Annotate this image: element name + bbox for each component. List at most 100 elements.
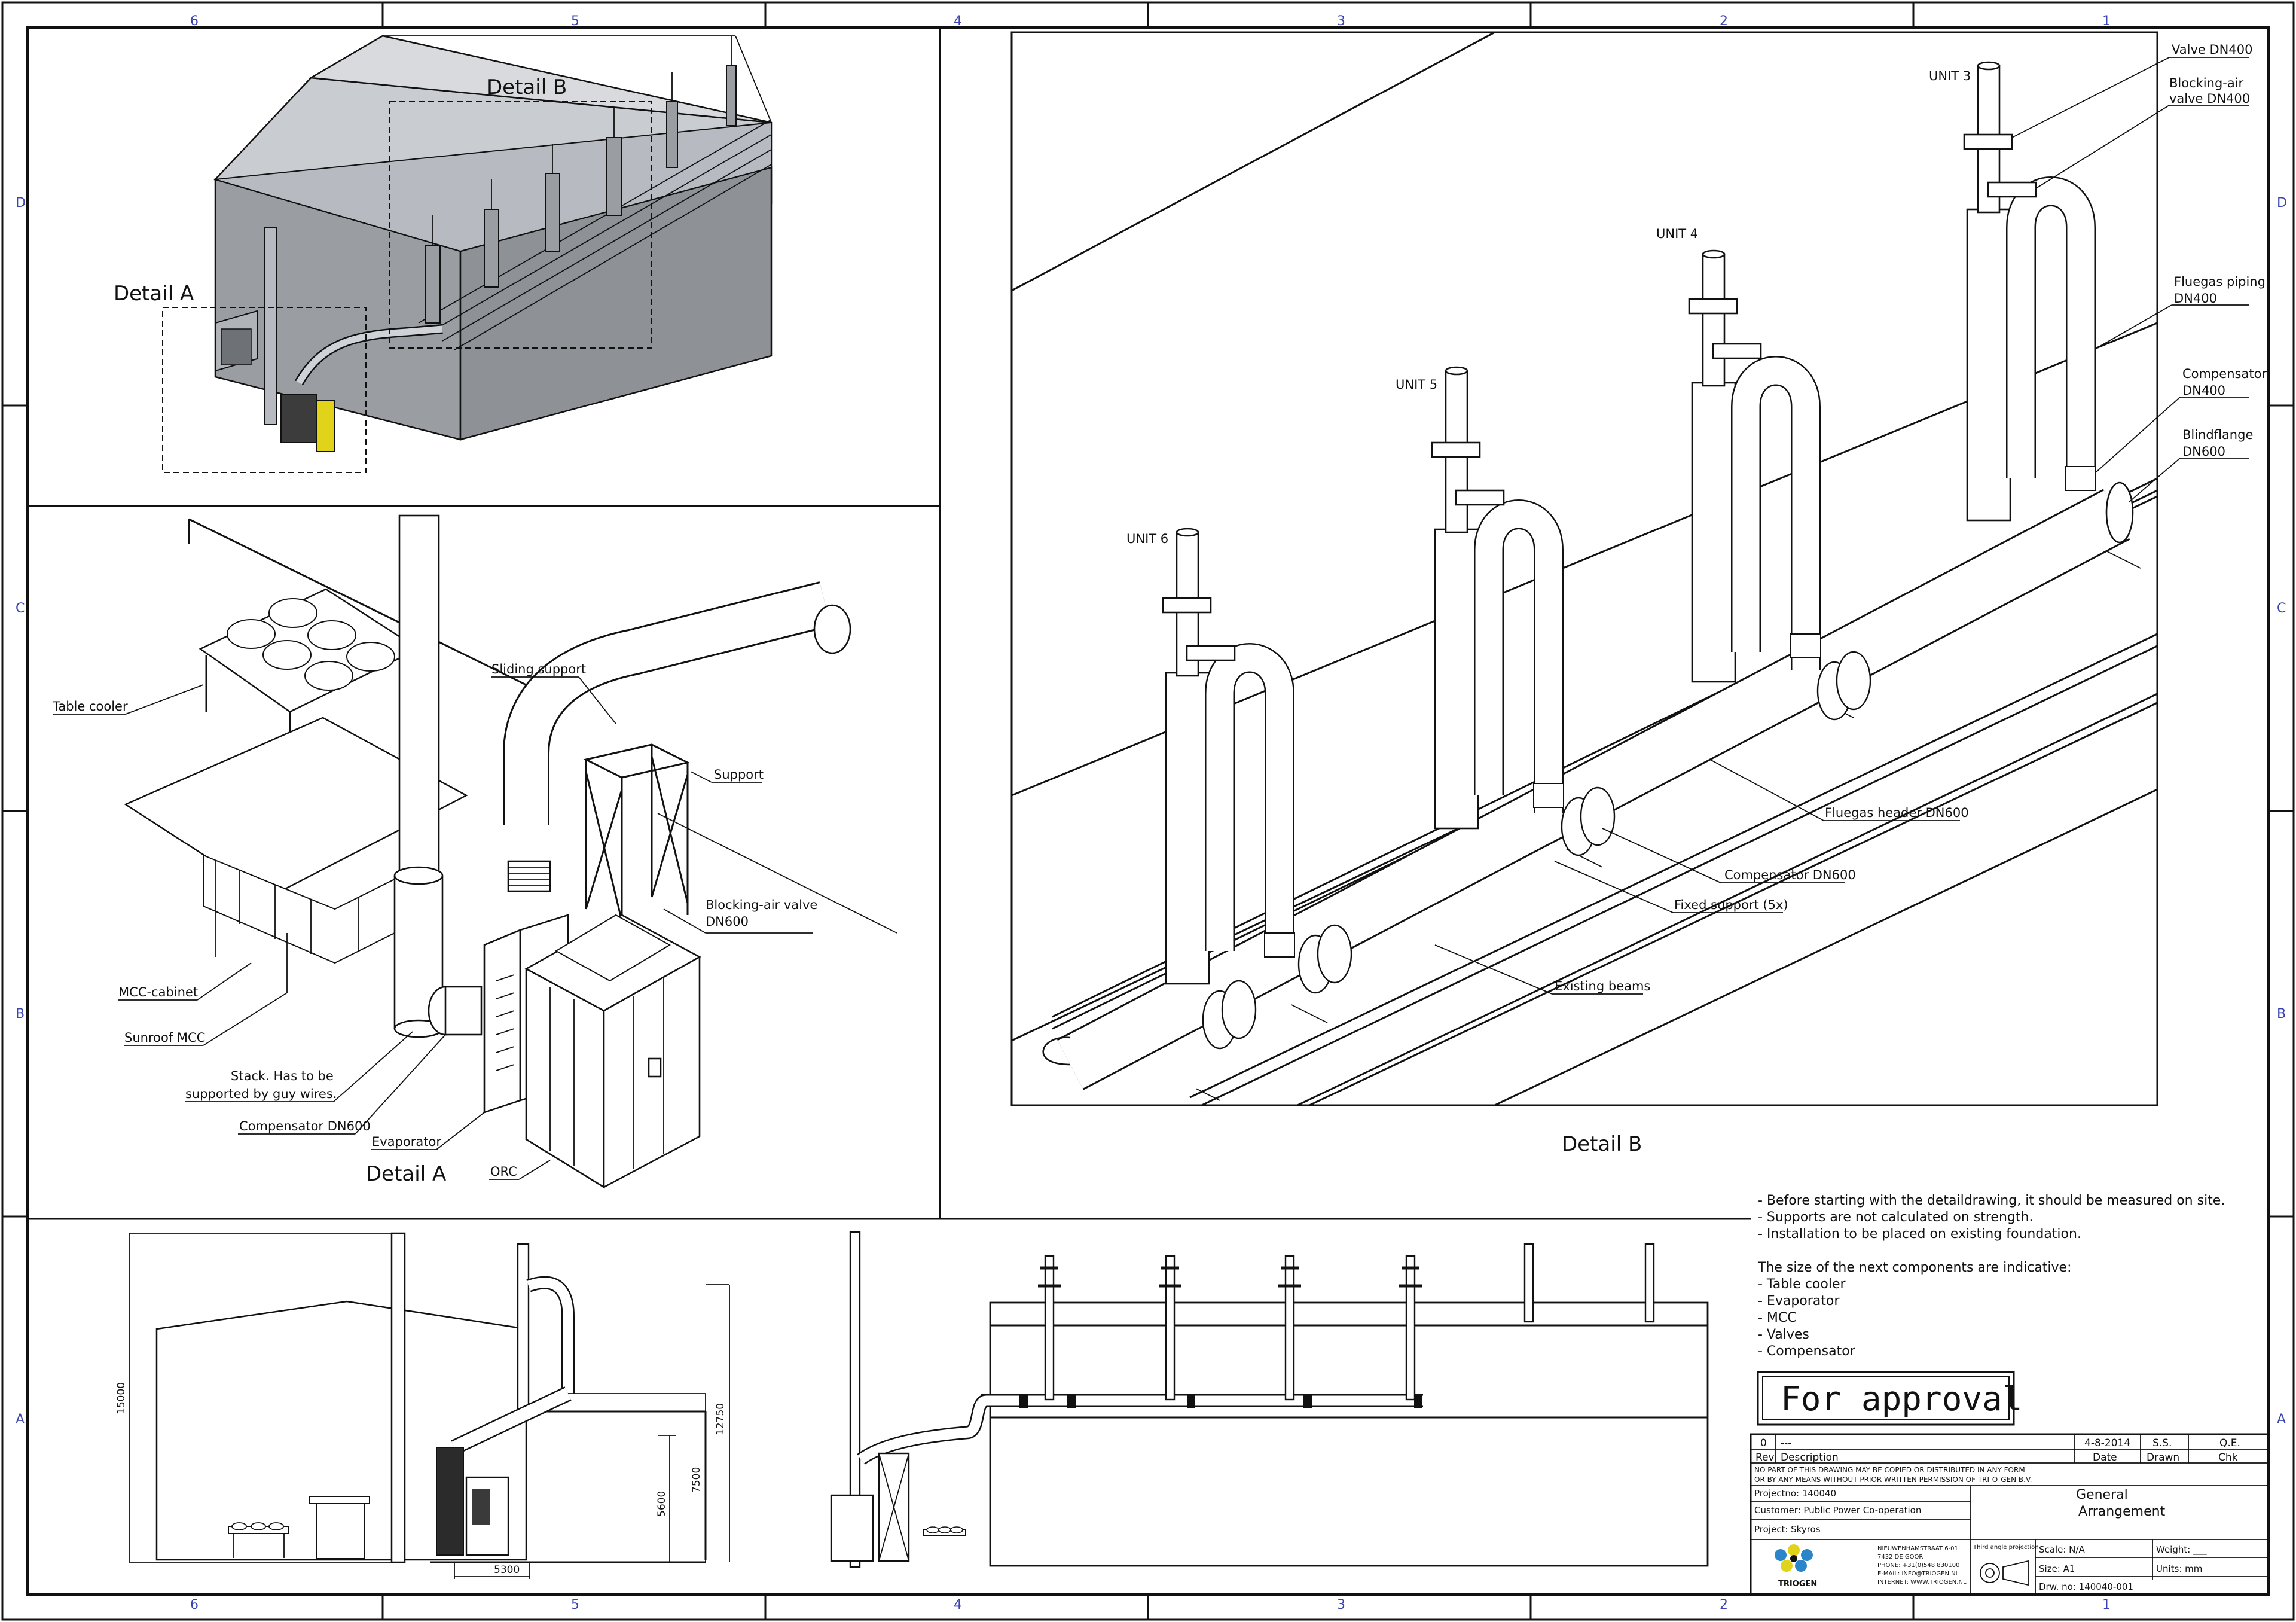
overview-detail-b-label: Detail B	[487, 75, 567, 99]
dim-5600: 5600	[656, 1491, 668, 1517]
tb-rev-desc-value: ---	[1781, 1437, 1791, 1449]
tb-units: Units: mm	[2156, 1563, 2202, 1574]
label-blindflange-line1: Blindflange	[2182, 428, 2253, 442]
zone-right-b: B	[2277, 1007, 2286, 1022]
side-elevation	[129, 1232, 730, 1579]
zone-top-5: 5	[571, 14, 579, 29]
tb-weight: Weight: ___	[2156, 1544, 2207, 1556]
tb-drawn-header: Drawn	[2147, 1452, 2179, 1464]
detail-b-leaders	[1434, 57, 2249, 995]
label-mcc-cabinet: MCC-cabinet	[118, 985, 198, 999]
zone-top-3: 3	[1337, 14, 1345, 29]
label-sliding-support: Sliding support	[491, 662, 586, 676]
label-unit-4: UNIT 4	[1656, 227, 1698, 241]
zone-left-c: C	[16, 601, 25, 616]
zone-top-6: 6	[190, 14, 199, 29]
tb-size: Size: A1	[2039, 1563, 2075, 1574]
detail-b-drawing	[1011, 31, 2158, 1106]
label-evaporator: Evaporator	[372, 1135, 441, 1149]
title-block	[1750, 1433, 2270, 1596]
note-indicative-5: - Compensator	[1758, 1344, 1856, 1359]
label-valve-dn400: Valve DN400	[2172, 42, 2252, 57]
tb-project: Project: Skyros	[1754, 1524, 1821, 1535]
tb-projectno: Projectno: 140040	[1754, 1488, 1836, 1499]
unit-4-drawing	[1688, 249, 1821, 683]
tb-address-line5: INTERNET: WWW.TRIOGEN.NL	[1877, 1579, 1967, 1586]
note-indicative-header: The size of the next components are indi…	[1757, 1260, 2072, 1275]
tb-drawn-value: S.S.	[2152, 1437, 2172, 1449]
tb-date-value: 4-8-2014	[2084, 1437, 2130, 1449]
zone-bottom-2: 2	[1720, 1597, 1728, 1612]
label-compensator-dn400-line1: Compensator	[2182, 367, 2267, 381]
triogen-logo-icon	[1775, 1544, 1813, 1572]
zone-top-4: 4	[954, 14, 962, 29]
label-unit-3: UNIT 3	[1929, 69, 1971, 83]
detail-b-frame	[1010, 31, 2158, 1106]
tb-address-line4: E-MAIL: INFO@TRIOGEN.NL	[1877, 1571, 1959, 1577]
label-existing-beams: Existing beams	[1555, 979, 1650, 993]
unit-5-drawing	[1431, 366, 1564, 830]
approval-stamp: For approval	[1781, 1380, 2023, 1419]
label-fluegas-piping-line2: DN400	[2174, 291, 2217, 306]
zone-left-a: A	[16, 1412, 25, 1427]
tb-company-name: TRIOGEN	[1778, 1580, 1817, 1589]
zone-bottom-1: 1	[2102, 1597, 2111, 1612]
tb-customer: Customer: Public Power Co-operation	[1754, 1505, 1921, 1516]
zone-right-a: A	[2277, 1412, 2286, 1427]
tb-projection-label: Third angle projection	[1973, 1544, 2039, 1551]
zone-bottom-3: 3	[1337, 1597, 1345, 1612]
label-fluegas-piping-line1: Fluegas piping	[2174, 275, 2266, 289]
zone-top-1: 1	[2102, 14, 2111, 29]
label-orc: ORC	[490, 1164, 517, 1179]
tb-disclaimer-line1: NO PART OF THIS DRAWING MAY BE COPIED OR…	[1754, 1466, 2025, 1474]
dim-7500: 7500	[691, 1467, 703, 1493]
label-table-cooler: Table cooler	[52, 699, 128, 714]
label-fluegas-header: Fluegas header DN600	[1825, 806, 1969, 820]
label-stack-line2: supported by guy wires.	[185, 1087, 337, 1101]
label-compensator-dn600-a: Compensator DN600	[239, 1119, 371, 1133]
label-unit-5: UNIT 5	[1396, 377, 1437, 392]
note-line-2: - Supports are not calculated on strengt…	[1758, 1210, 2033, 1225]
overview-detail-a-label: Detail A	[114, 282, 194, 306]
label-compensator-dn600-b: Compensator DN600	[1724, 868, 1856, 882]
tb-address-line3: PHONE: +31(0)548 830100	[1877, 1562, 1959, 1569]
label-blocking-air-dn400-line1: Blocking-air	[2169, 76, 2244, 90]
dim-15000: 15000	[115, 1382, 127, 1414]
label-fixed-support: Fixed support (5x)	[1674, 898, 1788, 912]
zone-left-b: B	[16, 1007, 25, 1022]
label-unit-6: UNIT 6	[1126, 532, 1168, 546]
tb-title-line2: Arrangement	[2078, 1504, 2166, 1519]
tb-drawing-number: Drw. no: 140040-001	[2039, 1581, 2133, 1592]
label-sunroof-mcc: Sunroof MCC	[124, 1030, 205, 1045]
zone-right-d: D	[2277, 196, 2287, 211]
note-line-3: - Installation to be placed on existing …	[1758, 1227, 2081, 1242]
tb-chk-value: Q.E.	[2219, 1437, 2240, 1449]
note-line-1: - Before starting with the detaildrawing…	[1758, 1193, 2225, 1208]
detail-b-title: Detail B	[1562, 1132, 1642, 1156]
tb-address-line2: 7432 DE GOOR	[1877, 1554, 1923, 1560]
approval-stamp-frame	[1757, 1371, 2015, 1426]
tb-title-line1: General	[2076, 1487, 2128, 1502]
note-indicative-1: - Table cooler	[1758, 1277, 1846, 1292]
label-blocking-air-dn400-line2: valve DN400	[2169, 92, 2250, 106]
tb-scale: Scale: N/A	[2039, 1544, 2085, 1555]
zone-bottom-4: 4	[954, 1597, 962, 1612]
note-indicative-2: - Evaporator	[1758, 1294, 1840, 1309]
tb-rev-header: Rev	[1755, 1452, 1775, 1464]
tb-address-line1: NIEUWENHAMSTRAAT 6-01	[1877, 1545, 1958, 1552]
tb-disclaimer-line2: OR BY ANY MEANS WITHOUT PRIOR WRITTEN PE…	[1754, 1475, 2032, 1484]
zone-bottom-6: 6	[190, 1597, 199, 1612]
tb-rev-value: 0	[1760, 1437, 1767, 1449]
label-blindflange-line2: DN600	[2182, 444, 2225, 459]
third-angle-projection-icon	[1980, 1560, 2029, 1586]
label-blocking-air-valve-dn600-line1: Blocking-air valve	[706, 898, 817, 912]
dim-5300: 5300	[494, 1564, 520, 1576]
tb-desc-header: Description	[1781, 1452, 1839, 1464]
detail-a-title: Detail A	[366, 1162, 446, 1186]
zone-left-d: D	[16, 196, 26, 211]
label-stack-line1: Stack. Has to be	[231, 1069, 334, 1083]
zone-bottom-5: 5	[571, 1597, 579, 1612]
unit-6-drawing	[1162, 528, 1294, 985]
